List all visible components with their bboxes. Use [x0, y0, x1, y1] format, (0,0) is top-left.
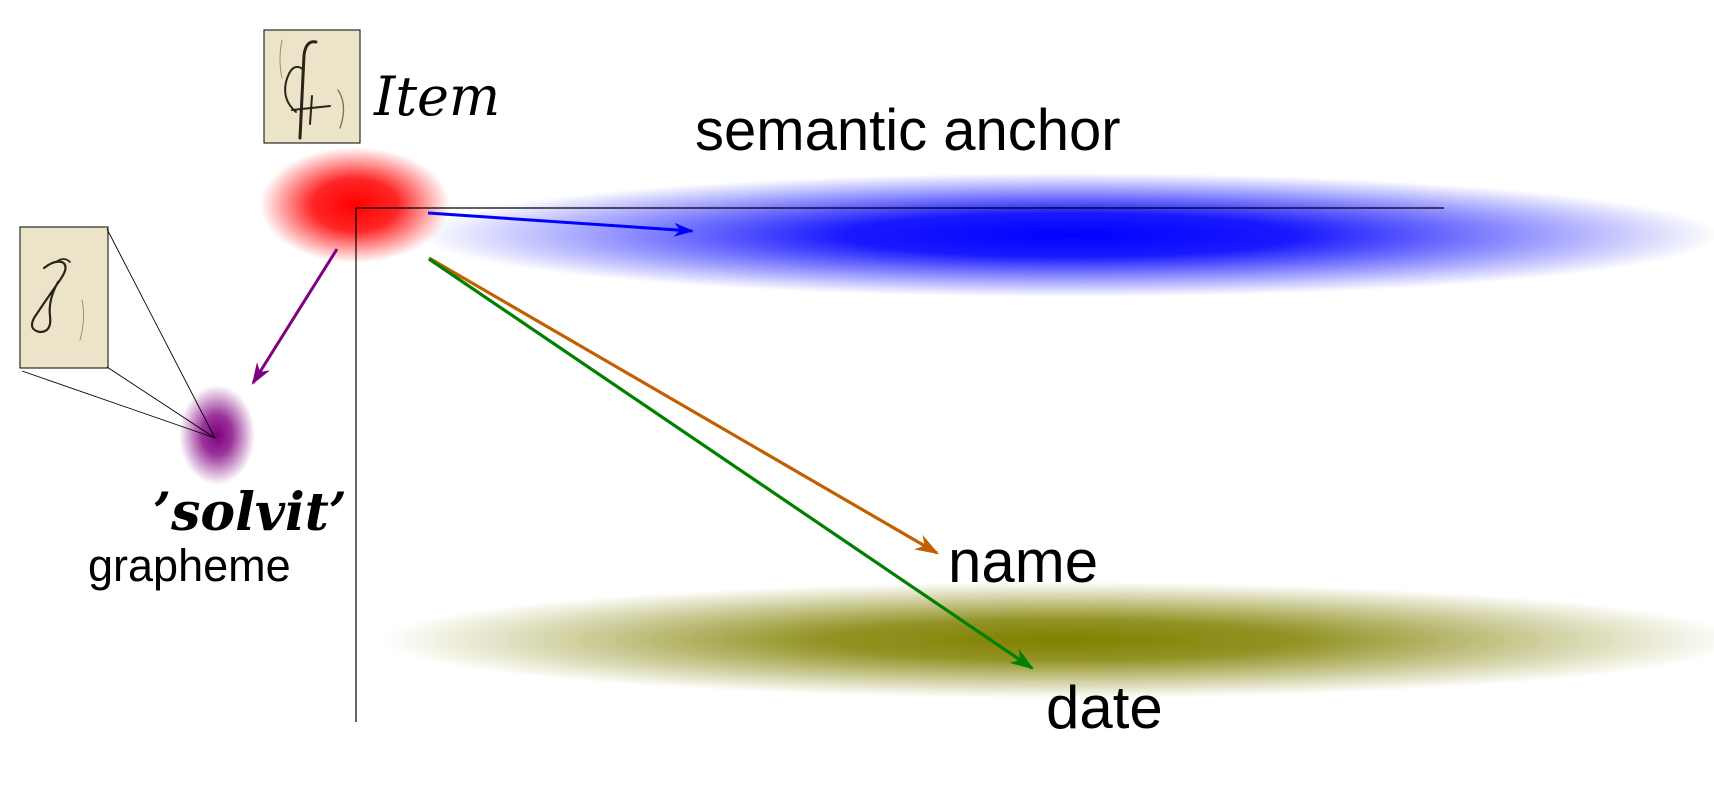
arrow-to-grapheme [251, 248, 339, 385]
zoom-callout-lines [21, 228, 216, 439]
handwritten-item-glyph-icon [279, 39, 345, 140]
grapheme-blob [179, 385, 255, 485]
arrow-to-name [428, 256, 940, 555]
item-blob [260, 147, 450, 263]
grapheme-thumbnail [19, 226, 109, 369]
arrow-to-date [428, 257, 1034, 670]
date-label: date [1046, 674, 1163, 741]
grapheme-label: grapheme [88, 540, 291, 591]
solvit-label: ’solvit’ [153, 482, 347, 543]
item-label: Item [373, 65, 500, 128]
arrow-to-semantic-anchor [427, 211, 694, 237]
handwritten-solvit-glyph-icon [30, 258, 85, 341]
semantic-anchor-label: semantic anchor [695, 98, 1121, 163]
name-date-blob [380, 582, 1714, 698]
item-thumbnail [263, 29, 361, 144]
name-label: name [948, 528, 1098, 595]
semantic-anchor-blob [420, 173, 1714, 297]
